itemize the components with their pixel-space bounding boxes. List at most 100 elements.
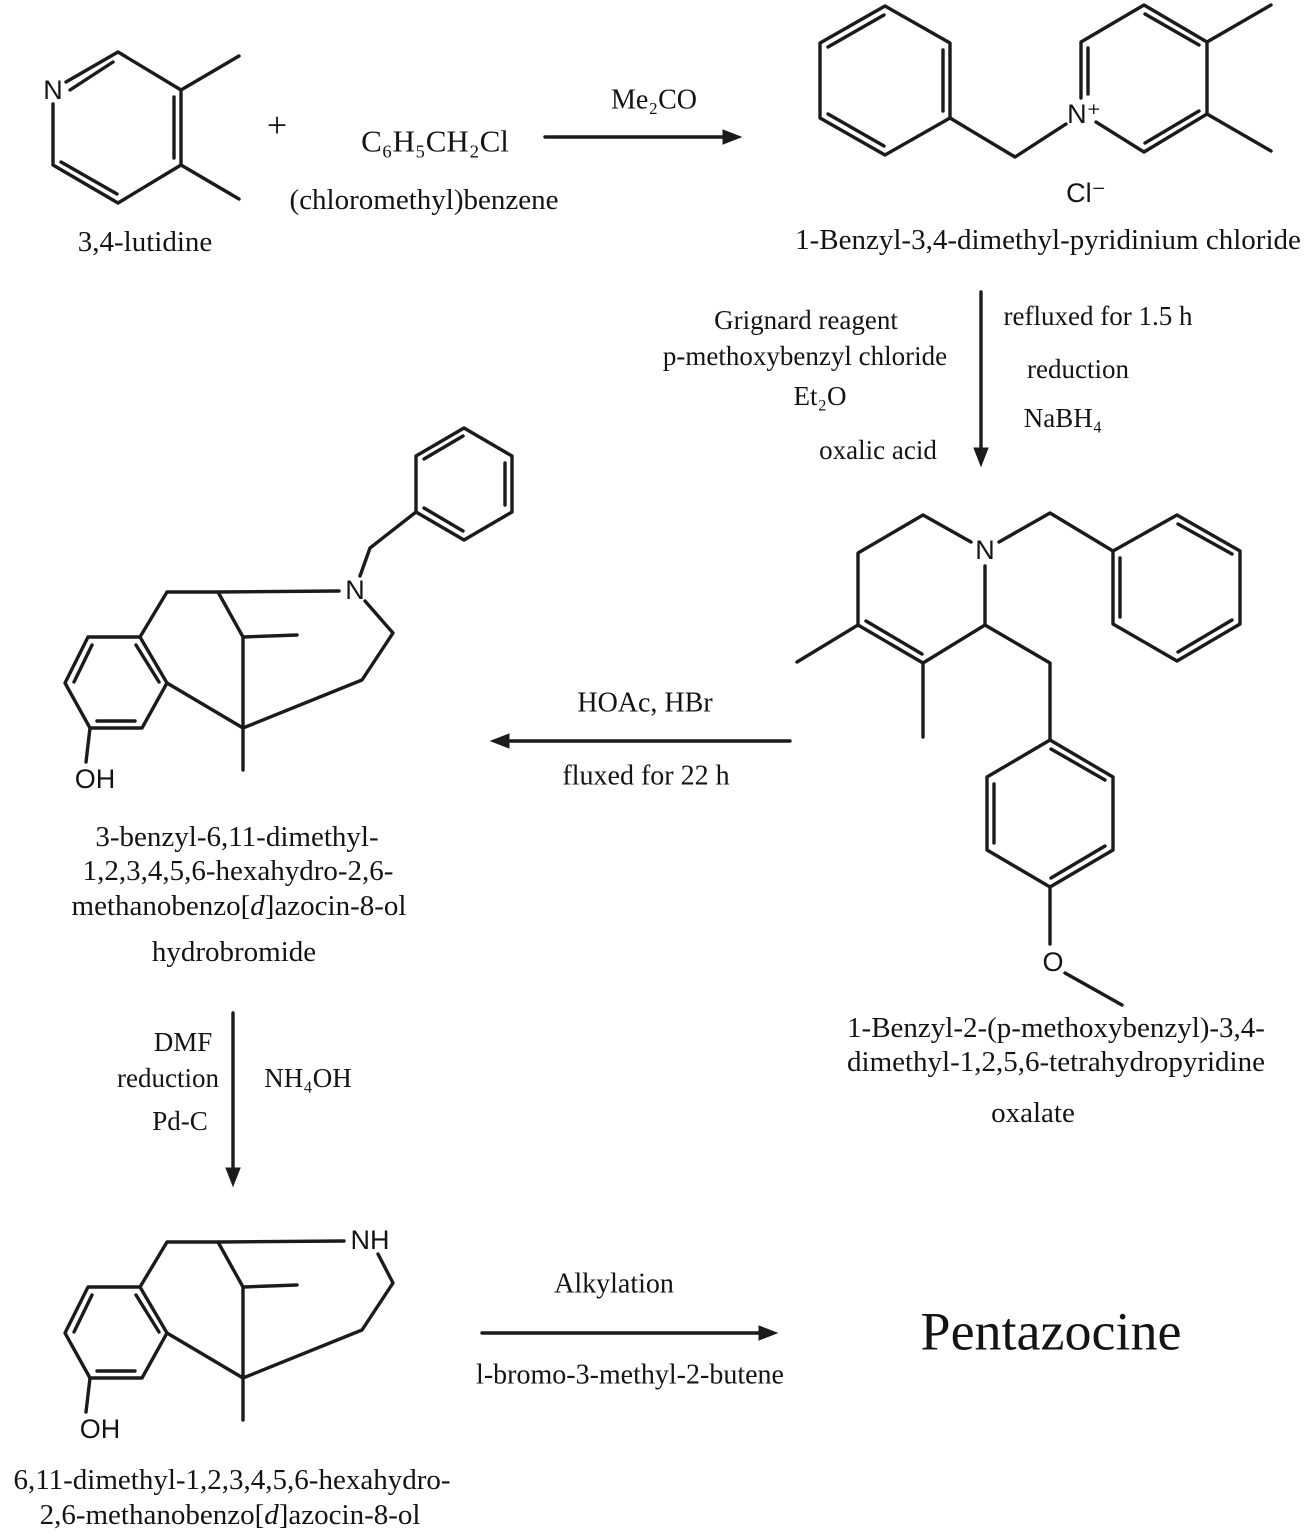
o-methyl-bond	[1063, 971, 1124, 1007]
reagent-et2o: Et₂O	[793, 380, 847, 411]
compound-name-chloromethylbenzene: (chloromethyl)benzene	[289, 183, 559, 216]
methyl-bond	[179, 163, 241, 201]
double-bond-inner	[826, 112, 886, 148]
norbenzomorphan-structure	[63, 1239, 395, 1422]
compound-name-hbr-line2: 1,2,3,4,5,6-hexahydro-2,6-	[82, 854, 394, 887]
arrow-step4	[225, 1011, 241, 1188]
double-bond-inner	[422, 434, 465, 461]
methyl-bond	[241, 633, 299, 639]
benzyl-phenyl-ring	[1111, 513, 1242, 663]
benzomorphan-hydrobromide-structure	[63, 426, 514, 772]
compound-name-hbr-line4: hydrobromide	[151, 935, 317, 968]
n-atom-label: N	[345, 574, 365, 605]
c-oh-bond	[84, 726, 92, 764]
aromatic-ring	[63, 635, 169, 730]
double-bond-inner	[68, 60, 115, 92]
condition-alkylation: Alkylation	[554, 1268, 674, 1300]
double-bond-inner	[1143, 109, 1201, 145]
condition-reduction: reduction	[1027, 353, 1129, 384]
double-bond-inner	[134, 1293, 161, 1334]
double-bond-inner	[59, 160, 119, 196]
reagent-bromomethylbutene: l-bromo-3-methyl-2-butene	[476, 1359, 784, 1391]
double-bond-inner	[134, 643, 161, 684]
name-part-italic: d	[264, 1498, 279, 1531]
pyridine-ring	[51, 50, 183, 205]
compound-name-nor-line1: 6,11-dimethyl-1,2,3,4,5,6-hexahydro-	[13, 1463, 451, 1496]
benzyl-pyridinium-structure	[818, 3, 1273, 159]
arrow-step5	[480, 1325, 779, 1341]
azocine-right	[165, 599, 395, 730]
methyl-bond	[1205, 112, 1273, 153]
condition-reduction: reduction	[117, 1062, 219, 1093]
pyridinium-ring	[1079, 3, 1209, 154]
compound-name-thp-line1: 1-Benzyl-2-(p-methoxybenzyl)-3,4-	[847, 1011, 1265, 1044]
n-benzyl-bond	[358, 510, 418, 578]
methyl-bond	[1205, 3, 1273, 44]
condition-fluxed-22h: fluxed for 22 h	[562, 760, 730, 792]
double-bond-inner	[864, 619, 924, 656]
double-bond-inner	[72, 1293, 94, 1334]
o-atom-label: O	[1042, 946, 1064, 977]
compound-name-pyridinium-chloride: 1-Benzyl-3,4-dimethyl-pyridinium chlorid…	[795, 223, 1301, 256]
compound-name-hbr-line1: 3-benzyl-6,11-dimethyl-	[95, 820, 379, 853]
oh-group-label: OH	[74, 763, 116, 794]
azocine-top	[138, 1239, 346, 1289]
compound-name-nor-line2: 2,6-methanobenzo[d]azocin-8-ol	[40, 1500, 421, 1530]
reagent-pd-c: Pd-C	[152, 1105, 208, 1136]
double-bond-inner	[1143, 12, 1201, 47]
methano-bridge	[216, 590, 245, 730]
double-bond-inner	[1176, 522, 1234, 556]
compound-name-lutidine: 3,4-lutidine	[77, 225, 213, 258]
final-product-name: Pentazocine	[920, 1301, 1182, 1362]
n-plus-atom-label: N⁺	[1067, 98, 1101, 129]
aromatic-ring	[63, 1285, 169, 1380]
reagent-dmf: DMF	[153, 1026, 213, 1057]
double-bond-inner	[1176, 618, 1234, 654]
double-bond-inner	[1049, 747, 1107, 782]
c-oh-bond	[84, 1376, 92, 1414]
reagent-me2co: Me₂CO	[611, 84, 697, 116]
name-part: ]azocin-8-ol	[278, 1498, 421, 1531]
double-bond-inner	[826, 13, 886, 49]
reagent-nh4oh: NH₄OH	[264, 1062, 352, 1093]
name-part-italic: d	[250, 889, 265, 922]
reagent-nabh4: NaBH₄	[1023, 402, 1103, 433]
condition-refluxed: refluxed for 1.5 h	[1003, 300, 1193, 331]
formula-benzyl-chloride: C₆H₅CH₂Cl	[361, 123, 509, 159]
lutidine-structure	[51, 50, 241, 205]
arrow-step2	[973, 290, 989, 468]
double-bond-inner	[422, 506, 465, 533]
compound-name-hbr-line3: methanobenzo[d]azocin-8-ol	[72, 891, 407, 921]
methyl-bond	[179, 54, 241, 92]
name-part: ]azocin-8-ol	[264, 889, 407, 922]
benzyl-phenyl-ring	[818, 4, 952, 157]
chloride-ion-label: Cl⁻	[1066, 177, 1106, 208]
azocine-right	[165, 1252, 395, 1380]
methano-bridge	[216, 1240, 245, 1380]
ch2-bond	[948, 116, 1068, 159]
reagent-hoac-hbr: HOAc, HBr	[577, 687, 713, 719]
methyl-bond	[241, 1283, 299, 1289]
n-atom-label: N	[975, 534, 995, 565]
methyl-bond	[795, 623, 860, 664]
compound-name-thp-line3: oxalate	[991, 1096, 1075, 1129]
methoxybenzyl-chain	[983, 623, 1052, 742]
n-benzyl-bond	[997, 511, 1115, 553]
reagent-oxalic-acid: oxalic acid	[819, 434, 937, 465]
thp-ring	[856, 513, 987, 665]
name-part: methanobenzo[	[71, 889, 251, 922]
reagent-grignard: Grignard reagent	[714, 304, 898, 335]
nh-group-label: NH	[350, 1224, 390, 1255]
tetrahydropyridine-structure	[795, 511, 1242, 1007]
arrow-step1	[543, 129, 743, 145]
name-part: 2,6-methanobenzo[	[39, 1498, 265, 1531]
compound-name-thp-line2: dimethyl-1,2,5,6-tetrahydropyridine	[847, 1045, 1265, 1078]
azocine-top	[138, 589, 341, 639]
double-bond-inner	[1049, 844, 1107, 880]
oh-group-label: OH	[79, 1413, 121, 1444]
double-bond-inner	[72, 643, 94, 684]
arrow-step3	[489, 733, 792, 749]
benzyl-phenyl-ring	[414, 426, 514, 542]
